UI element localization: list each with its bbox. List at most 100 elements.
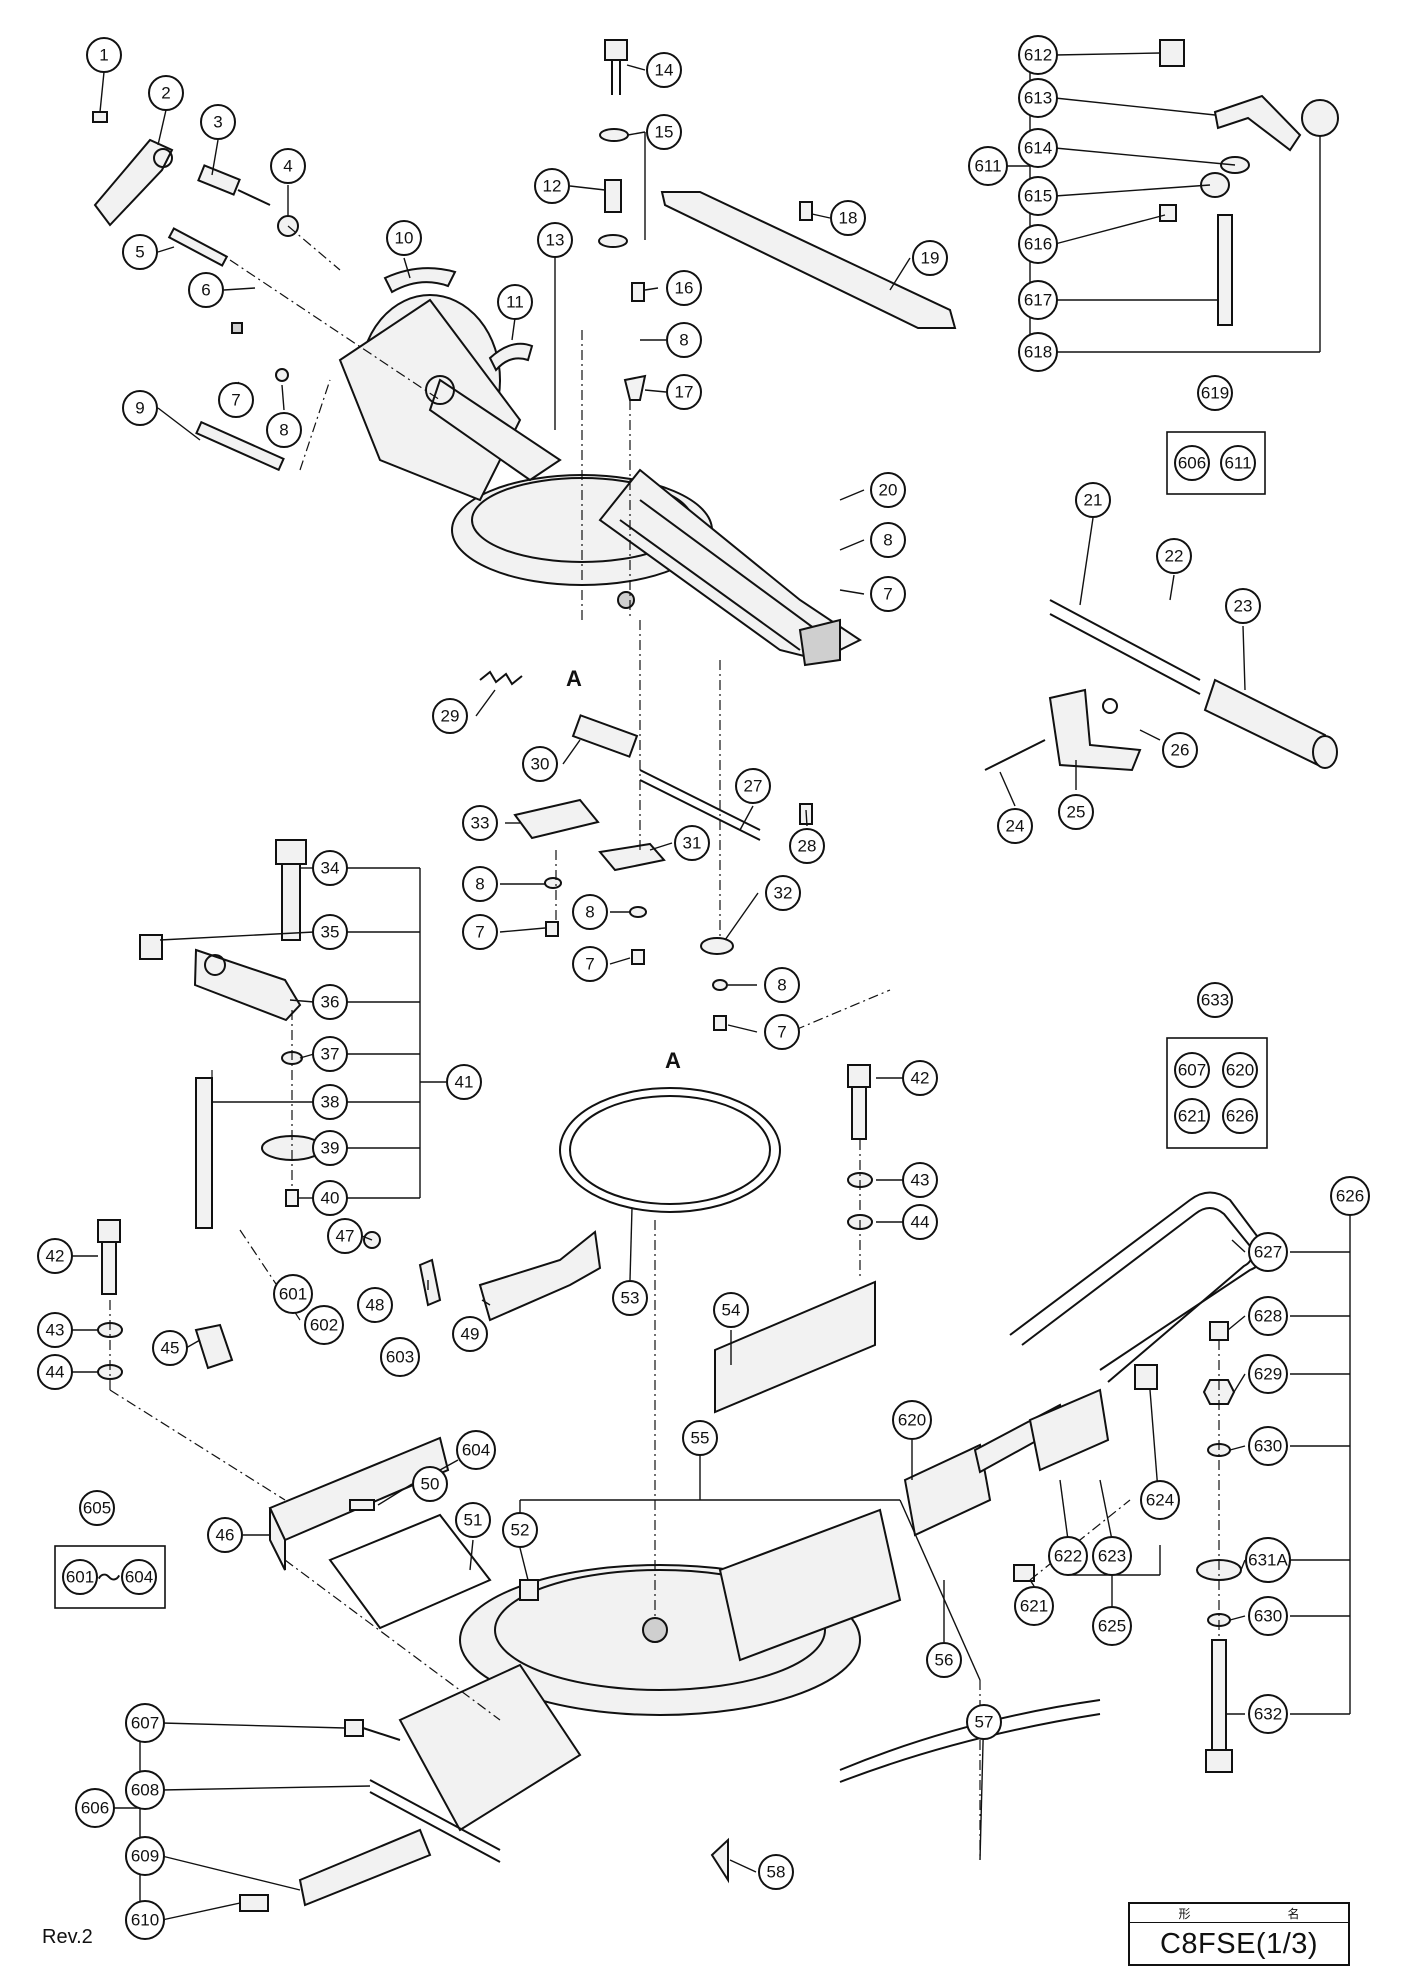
callout-10: 10 (386, 220, 422, 256)
callout-35: 35 (312, 914, 348, 950)
callout-label: 630 (1254, 1607, 1282, 1626)
callout-label: 25 (1067, 803, 1086, 822)
callout-5: 5 (122, 234, 158, 270)
callout-7: 7 (218, 382, 254, 418)
callout-label: 606 (81, 1799, 109, 1818)
callout-label: 620 (898, 1411, 926, 1430)
callout-label: 36 (321, 993, 340, 1012)
callout-label: 17 (675, 383, 694, 402)
part-callouts: 1234567891011121314151681718192087212223… (37, 35, 1370, 1940)
callout-label: 624 (1146, 1491, 1174, 1510)
callout-610: 610 (125, 1900, 165, 1940)
callout-30: 30 (522, 746, 558, 782)
callout-label: 42 (911, 1069, 930, 1088)
screw-parts-center (623, 201, 813, 401)
callout-label: 610 (131, 1911, 159, 1930)
lock-lever-part (92, 111, 299, 237)
callout-632: 632 (1248, 1694, 1288, 1734)
callout-label: 12 (543, 177, 562, 196)
callout-label: 53 (621, 1289, 640, 1308)
callout-label: 604 (462, 1441, 490, 1460)
callout-label: 612 (1024, 46, 1052, 65)
callout-33: 33 (462, 805, 498, 841)
callout-label: 18 (839, 209, 858, 228)
callout-label: 8 (679, 331, 688, 350)
callout-43: 43 (37, 1312, 73, 1348)
group-605: 605 601 ～ 604 (54, 1490, 166, 1609)
svg-text:606: 606 (1178, 454, 1206, 473)
callout-609: 609 (125, 1836, 165, 1876)
callout-label: 41 (455, 1073, 474, 1092)
callout-8: 8 (462, 866, 498, 902)
callout-label: 625 (1098, 1617, 1126, 1636)
callout-label: 37 (321, 1045, 340, 1064)
callout-7: 7 (870, 576, 906, 612)
callout-628: 628 (1248, 1296, 1288, 1336)
range-separator: ～ (97, 1565, 121, 1592)
callout-45: 45 (152, 1330, 188, 1366)
callout-7: 7 (572, 946, 608, 982)
callout-28: 28 (789, 828, 825, 864)
callout-label: 34 (321, 859, 340, 878)
callout-52: 52 (502, 1512, 538, 1548)
plate-parts (513, 798, 666, 872)
revision-label: Rev.2 (42, 1926, 93, 1948)
callout-19: 19 (912, 240, 948, 276)
callout-label: 42 (46, 1247, 65, 1266)
callout-631A: 631A (1245, 1537, 1291, 1583)
callout-15: 15 (646, 114, 682, 150)
callout-6: 6 (188, 272, 224, 308)
callout-50: 50 (412, 1466, 448, 1502)
title-block-header-left: 形 (1178, 1906, 1191, 1921)
callout-label: 5 (135, 243, 144, 262)
callout-9: 9 (122, 390, 158, 426)
callout-label: 38 (321, 1093, 340, 1112)
assembly-lines (109, 225, 1220, 1860)
callout-626: 626 (1330, 1176, 1370, 1216)
group-633: 633 607 620 621 626 (1166, 982, 1268, 1149)
base-part (398, 1508, 1101, 1884)
callout-label: 45 (161, 1339, 180, 1358)
callout-label: 24 (1006, 817, 1025, 836)
callout-label: 19 (921, 249, 940, 268)
callout-26: 26 (1162, 732, 1198, 768)
title-block-header-right: 名 (1287, 1906, 1300, 1921)
callout-label: 616 (1024, 235, 1052, 254)
callout-615: 615 (1018, 176, 1058, 216)
callout-label: 630 (1254, 1437, 1282, 1456)
callout-label: 7 (231, 391, 240, 410)
title-block: 形 名 C8FSE(1/3) (1128, 1902, 1350, 1966)
svg-text:601: 601 (66, 1568, 94, 1587)
callout-label: 28 (798, 837, 817, 856)
callout-label: 628 (1254, 1307, 1282, 1326)
carry-handle-part (1009, 1191, 1265, 1773)
callout-label: 27 (744, 777, 763, 796)
callout-630: 630 (1248, 1596, 1288, 1636)
callout-44: 44 (902, 1204, 938, 1240)
callout-label: 48 (366, 1296, 385, 1315)
callout-label: 8 (883, 531, 892, 550)
callout-622: 622 (1048, 1536, 1088, 1576)
svg-text:619: 619 (1201, 384, 1229, 403)
callout-612: 612 (1018, 35, 1058, 75)
callout-label: 607 (131, 1714, 159, 1733)
detail-label-a-lower: A (665, 1048, 681, 1073)
callout-label: 602 (310, 1316, 338, 1335)
callout-label: 29 (441, 707, 460, 726)
callout-47: 47 (327, 1218, 363, 1254)
callout-11: 11 (497, 284, 533, 320)
callout-label: 35 (321, 923, 340, 942)
callout-58: 58 (758, 1854, 794, 1890)
shaft-parts-left (167, 227, 289, 472)
callout-14: 14 (646, 52, 682, 88)
latch-part (479, 670, 761, 841)
callout-label: 3 (213, 113, 222, 132)
sub-fence-rod-part (328, 1513, 492, 1630)
callout-611: 611 (968, 146, 1008, 186)
sub-fence-parts (363, 1230, 602, 1322)
callout-label: 7 (777, 1023, 786, 1042)
callout-label: 608 (131, 1781, 159, 1800)
group-619: 619 606 611 (1166, 375, 1266, 495)
callout-621: 621 (1014, 1586, 1054, 1626)
callout-label: 629 (1254, 1365, 1282, 1384)
